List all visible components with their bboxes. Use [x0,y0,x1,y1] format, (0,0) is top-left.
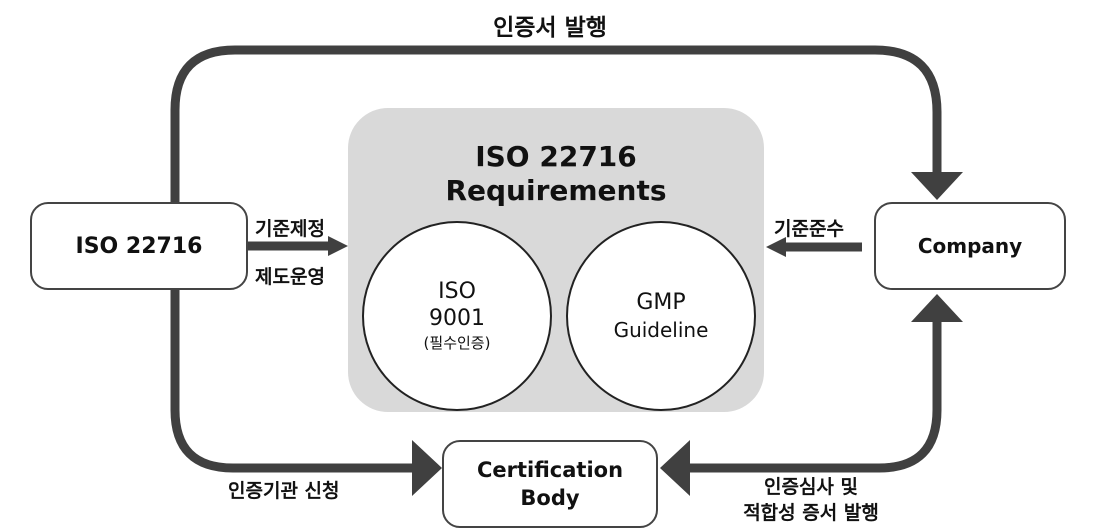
node-cert-body-line2: Body [520,486,580,510]
node-company: Company [874,202,1066,290]
label-audit-line2: 적합성 증서 발행 [743,502,879,524]
circle1-line1: ISO [438,279,476,304]
circle2-line1: GMP [636,290,686,315]
loop-top-path [170,45,942,202]
loop-bottom-right-path [690,320,942,473]
circle-iso-9001: ISO 9001 (필수인증) [362,221,552,411]
label-standard-setting: 기준제정 [255,218,325,240]
label-audit-issue: 인증심사 및 적합성 증서 발행 [716,474,906,526]
label-system-operation: 제도운영 [255,266,325,288]
node-cert-body-line1: Certification [476,458,624,482]
node-certification-body: Certification Body [442,440,658,528]
circle1-note: (필수인증) [423,334,491,352]
requirements-panel-title: ISO 22716 Requirements [348,140,764,208]
arrow-head-to-company-top [911,172,963,200]
arrow-head-to-cert-body-right [660,440,690,496]
arrow-company-to-panel-head [766,237,786,257]
circle1-line2: 9001 [429,306,485,331]
label-audit-line1: 인증심사 및 [763,476,858,498]
loop-bottom-left-path [170,290,420,473]
top-label-certificate-issue: 인증서 발행 [493,15,607,41]
label-compliance: 기준준수 [774,218,844,240]
arrow-head-to-cert-body-left [412,440,442,496]
node-iso-22716-label: ISO 22716 [75,233,203,259]
circle2-line2: Guideline [613,318,709,342]
arrow-left-to-panel-head [328,236,348,256]
arrow-head-to-company-bottom [911,294,963,322]
panel-title-line2: Requirements [445,174,667,207]
node-iso-22716: ISO 22716 [30,202,248,290]
panel-title-line1: ISO 22716 [475,140,637,173]
node-company-label: Company [917,234,1023,258]
circle-gmp-guideline: GMP Guideline [566,221,756,411]
label-apply-cert-body: 인증기관 신청 [228,480,340,502]
